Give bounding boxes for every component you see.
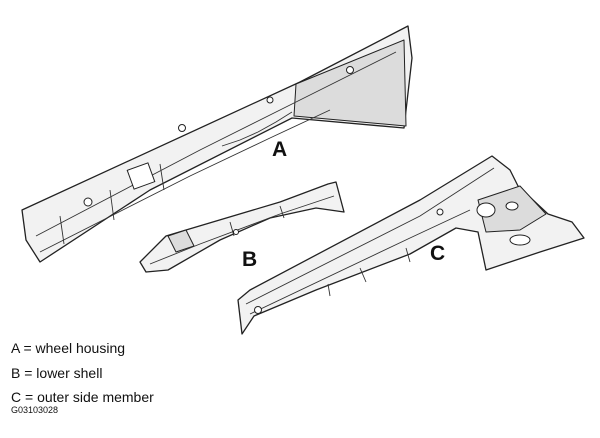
legend-item-b: B = lower shell bbox=[11, 364, 103, 381]
legend-item-a: A = wheel housing bbox=[11, 340, 126, 356]
callout-b: B bbox=[242, 248, 257, 271]
part-a-wheel-housing bbox=[21, 25, 413, 263]
legend: A = wheel housing B = lower shell C = ou… bbox=[11, 336, 154, 410]
part-b-lower-shell bbox=[139, 181, 345, 273]
part-c-outer-side-member bbox=[237, 155, 585, 335]
callout-a: A bbox=[272, 138, 287, 161]
legend-item-c: C = outer side member bbox=[11, 389, 154, 405]
callout-c: C bbox=[430, 242, 445, 265]
figure-code: G03103028 bbox=[11, 405, 59, 415]
